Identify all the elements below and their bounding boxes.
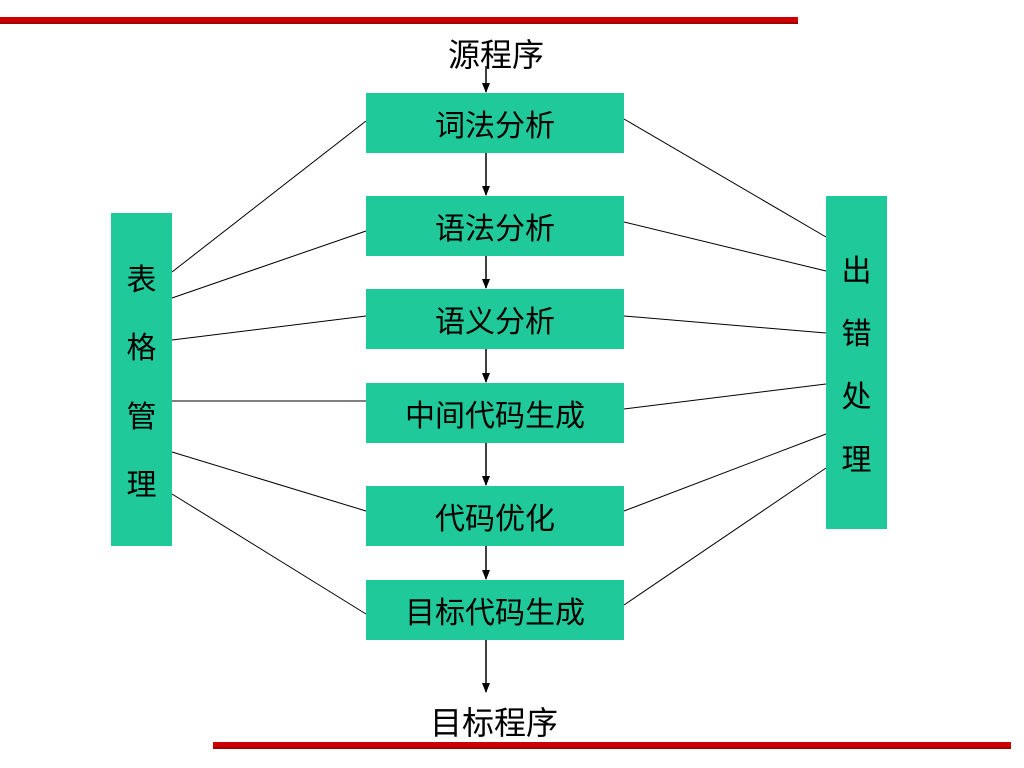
stage-lexical-analysis: 词法分析: [366, 93, 624, 153]
stage-semantic-analysis: 语义分析: [366, 289, 624, 349]
stage-target-code-generation: 目标代码生成: [366, 580, 624, 640]
link-error-stage-2: [623, 221, 827, 272]
error-handling-char: 出: [841, 253, 872, 289]
stage-intermediate-code-generation: 中间代码生成: [366, 383, 624, 443]
error-handling-box: 出 错 处 理: [826, 196, 887, 529]
table-management-char: 格: [126, 331, 157, 367]
bottom-red-rule: [213, 742, 1011, 747]
link-error-stage-6: [623, 467, 827, 606]
link-table-stage-3: [171, 315, 367, 341]
error-handling-char: 错: [841, 316, 872, 352]
link-error-stage-5: [623, 433, 827, 512]
stage-syntax-analysis: 语法分析: [366, 196, 624, 256]
table-management-char: 表: [126, 263, 157, 299]
link-table-stage-6: [171, 493, 367, 615]
link-table-stage-2: [171, 230, 367, 299]
error-handling-char: 处: [841, 380, 872, 416]
link-error-stage-3: [623, 315, 827, 334]
table-management-char: 理: [126, 467, 157, 503]
link-error-stage-1: [623, 118, 827, 238]
top-red-rule: [0, 17, 798, 22]
source-program-label: 源程序: [448, 36, 545, 74]
target-program-label: 目标程序: [430, 704, 559, 742]
link-table-stage-5: [171, 451, 367, 512]
link-error-stage-4: [623, 383, 827, 410]
link-table-stage-1: [171, 120, 367, 273]
error-handling-char: 理: [841, 443, 872, 479]
table-management-box: 表 格 管 理: [111, 213, 172, 546]
stage-code-optimization: 代码优化: [366, 486, 624, 546]
table-management-char: 管: [126, 399, 157, 435]
